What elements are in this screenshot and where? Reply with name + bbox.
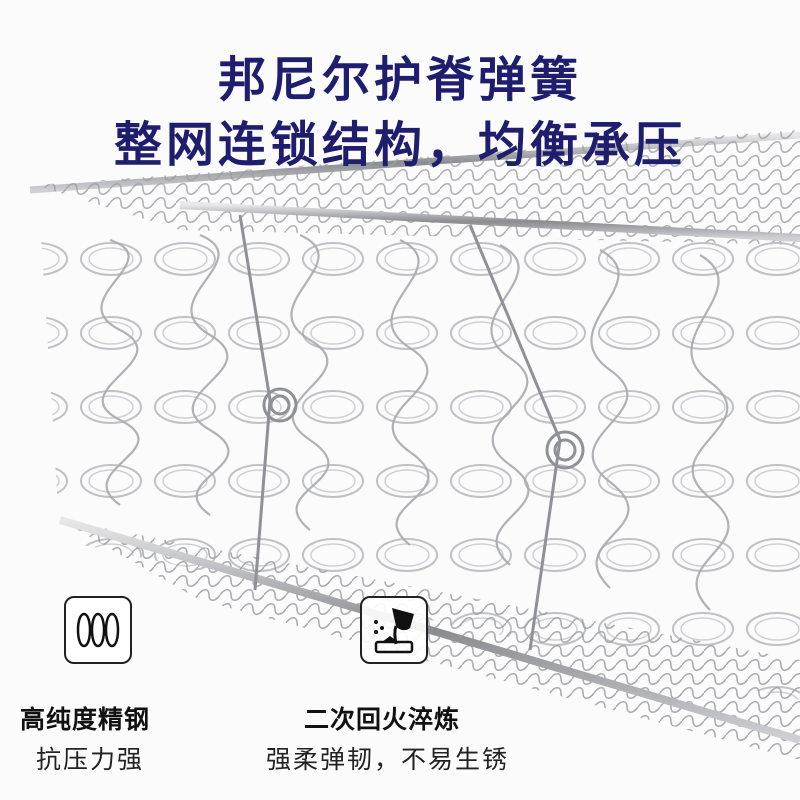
feature-subtitle-tempering: 强柔弹韧，不易生锈 <box>266 745 510 774</box>
headline-structure: 整网连锁结构，均衡承压 <box>113 117 686 173</box>
feature-subtitle-steel: 抗压力强 <box>36 745 145 774</box>
feature-title-steel: 高纯度精钢 <box>20 705 151 734</box>
headline-brand: 邦尼尔护脊弹簧 <box>217 52 582 108</box>
feature-title-tempering: 二次回火淬炼 <box>304 705 461 734</box>
coil-spring-icon <box>64 596 132 664</box>
pouring-ladle-icon <box>360 596 428 664</box>
